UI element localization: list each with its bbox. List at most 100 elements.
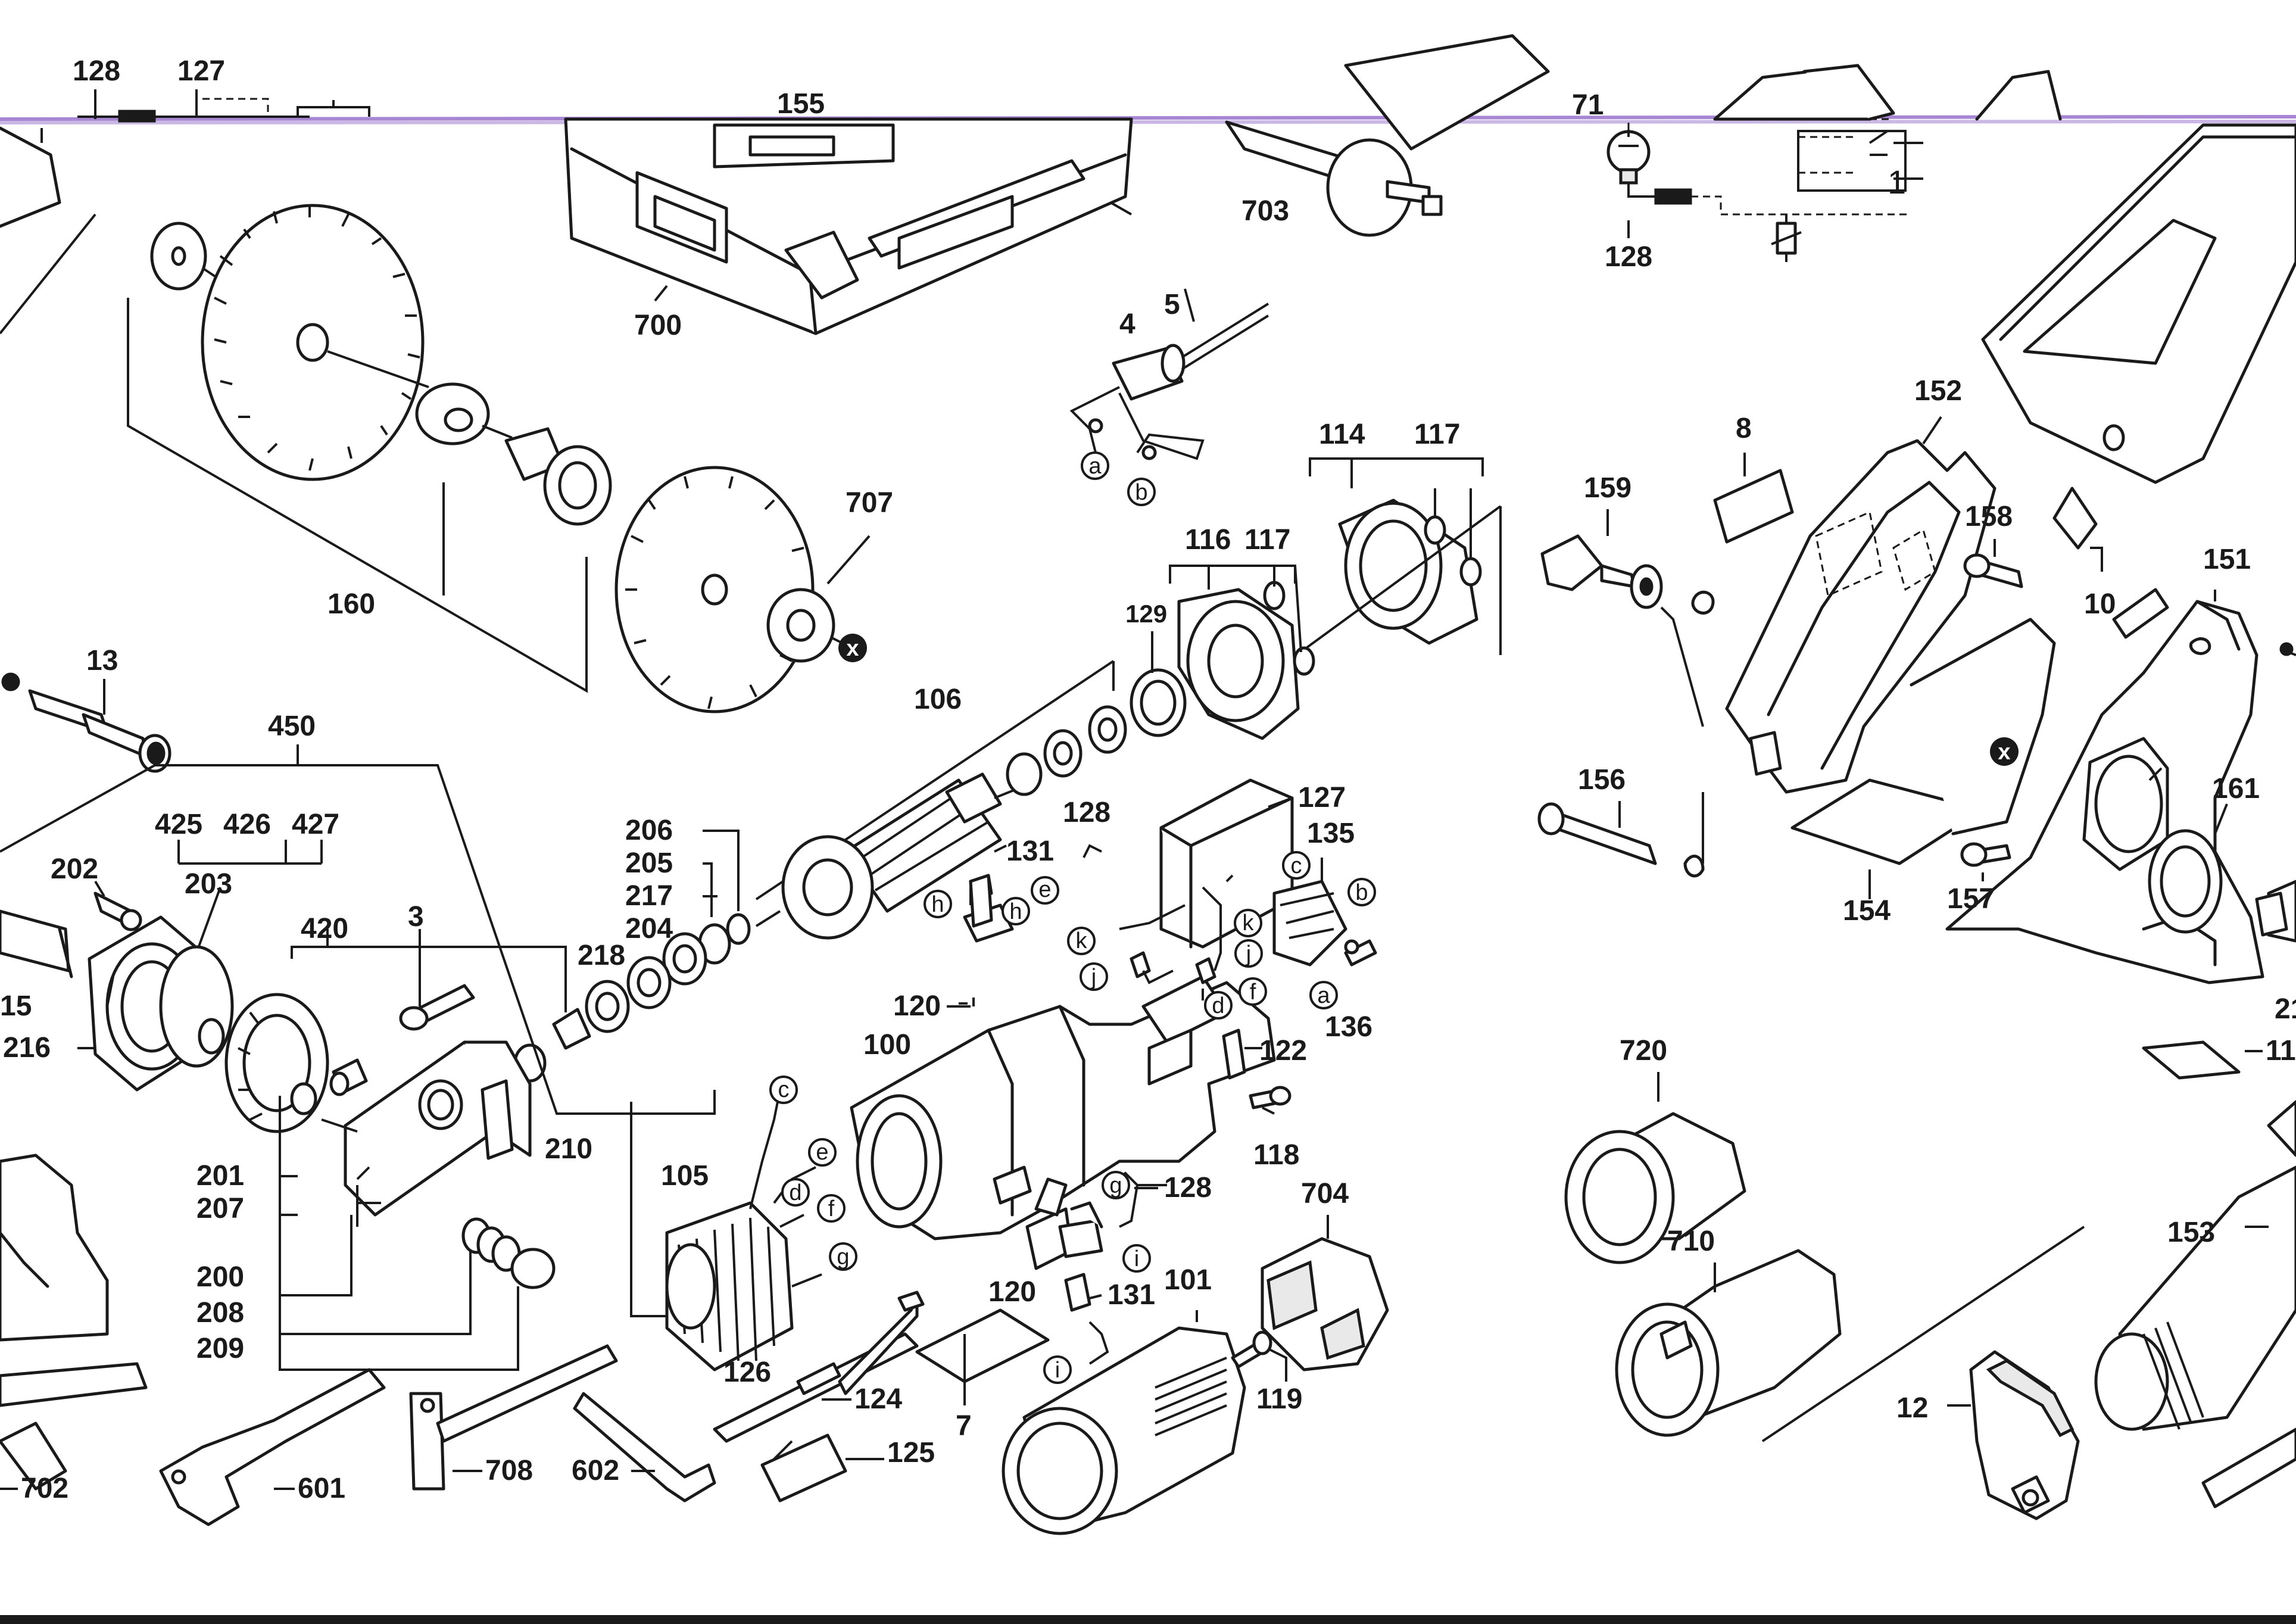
callout-127: 127	[1298, 782, 1346, 813]
callout-201: 201	[196, 1160, 244, 1192]
letter-k: k	[1076, 928, 1088, 953]
callout-114: 114	[1319, 419, 1365, 450]
letter-c: c	[1291, 853, 1302, 878]
bearing-cover-114	[1279, 457, 1502, 668]
callout-208: 208	[196, 1297, 244, 1329]
svg-text:x: x	[846, 636, 859, 661]
callout-120: 120	[988, 1276, 1036, 1308]
callout-708: 708	[485, 1455, 533, 1486]
cable-plug-4-5	[1069, 303, 1269, 460]
letter-g: g	[1109, 1173, 1122, 1198]
letter-j: j	[1091, 965, 1096, 990]
callout-202: 202	[51, 853, 98, 885]
callout-157: 157	[1947, 883, 1995, 915]
callout-131: 131	[1006, 836, 1054, 867]
callout-207: 207	[196, 1193, 244, 1224]
callout-128: 128	[1063, 797, 1110, 828]
carrying-case	[564, 117, 1133, 335]
lock-pin-parts	[279, 1096, 556, 1371]
label-8	[1713, 453, 1794, 544]
switch-parts	[963, 844, 1167, 1365]
callout-159: 159	[1584, 472, 1631, 504]
wiring-schematic	[1606, 118, 1923, 262]
label-10	[2052, 487, 2103, 572]
callout-450: 450	[268, 710, 316, 742]
letter-i: i	[1055, 1358, 1060, 1383]
grille-704	[1261, 1215, 1389, 1371]
wiring-segment-top-left	[77, 89, 370, 123]
callout-3: 3	[408, 901, 424, 933]
screw-158	[1963, 539, 2023, 588]
part-edge-top-left	[0, 126, 96, 335]
callout-700: 700	[634, 310, 682, 341]
callout-425: 425	[155, 809, 202, 840]
callout-tails	[0, 1005, 1158, 1490]
gear-housing	[321, 1040, 532, 1217]
letter-e: e	[816, 1140, 828, 1165]
hose-clamp-12	[1947, 1350, 2080, 1520]
scan-artifact-line	[0, 115, 2296, 124]
callout-128: 128	[1164, 1172, 1212, 1204]
screw-157	[1960, 842, 2011, 881]
callout-153: 153	[2167, 1217, 2215, 1248]
letter-b: b	[1135, 480, 1147, 505]
callout-154: 154	[1843, 895, 1891, 927]
callout-135: 135	[1307, 818, 1355, 849]
field-coil-105	[630, 1089, 822, 1371]
callout-71: 71	[1572, 89, 1604, 121]
callout-labels: 128 127 155 71 703 128 700 4 5 114 117 1…	[0, 55, 2296, 1504]
schematic-label: 1	[1888, 163, 1906, 201]
label-11	[2142, 1040, 2263, 1080]
callout-206: 206	[625, 815, 673, 846]
callout-156: 156	[1578, 764, 1626, 796]
diamond-blade-set-160	[127, 204, 612, 693]
callout-125: 125	[887, 1437, 935, 1469]
callout-120: 120	[893, 990, 941, 1022]
callout-101: 101	[1164, 1264, 1212, 1296]
bevel-gear-420	[224, 929, 567, 1133]
label-7	[915, 1308, 1050, 1405]
letter-f: f	[1250, 980, 1256, 1005]
letter-h: h	[1009, 899, 1022, 924]
letter-j: j	[1246, 942, 1251, 967]
mark-x-1: x	[838, 634, 867, 662]
motor-housing-top-right	[1713, 64, 2062, 121]
callout-100: 100	[863, 1029, 911, 1061]
callout-5: 5	[1164, 289, 1180, 320]
callout-216: 216	[3, 1032, 51, 1064]
callout-703: 703	[1241, 195, 1289, 227]
callout-161: 161	[2212, 773, 2260, 805]
callout-10: 10	[2084, 588, 2116, 620]
callout-210: 210	[545, 1133, 592, 1165]
callout-601: 601	[298, 1473, 345, 1504]
callout-11: 11	[2266, 1035, 2296, 1067]
callout-420: 420	[301, 913, 348, 945]
bolt-156	[1537, 792, 1705, 878]
callout-702: 702	[21, 1473, 68, 1504]
armature-106	[755, 660, 1127, 940]
letter-d: d	[1212, 993, 1224, 1018]
left-edge-parts	[0, 1154, 148, 1491]
callout-124: 124	[854, 1383, 902, 1415]
letter-i: i	[1134, 1246, 1139, 1271]
letter-e: e	[1038, 877, 1051, 902]
callout-127: 127	[177, 55, 225, 87]
callout-8: 8	[1736, 413, 1752, 444]
letter-d: d	[789, 1180, 801, 1205]
callout-118: 118	[1253, 1139, 1299, 1171]
leader-lines	[356, 201, 1630, 1227]
callout-128: 128	[73, 55, 120, 87]
callout-13: 13	[86, 645, 118, 677]
callout-710: 710	[1667, 1226, 1715, 1257]
callout-7: 7	[956, 1410, 972, 1442]
callout-427: 427	[292, 809, 339, 840]
callout-21: 21	[2275, 993, 2296, 1025]
callout-15: 15	[0, 990, 32, 1022]
base-plate-154	[1790, 618, 2056, 899]
callout-131: 131	[1108, 1279, 1155, 1311]
letter-a: a	[1088, 454, 1102, 479]
callout-105: 105	[661, 1160, 709, 1192]
spindle-13	[1, 672, 171, 773]
letter-c: c	[778, 1077, 790, 1102]
